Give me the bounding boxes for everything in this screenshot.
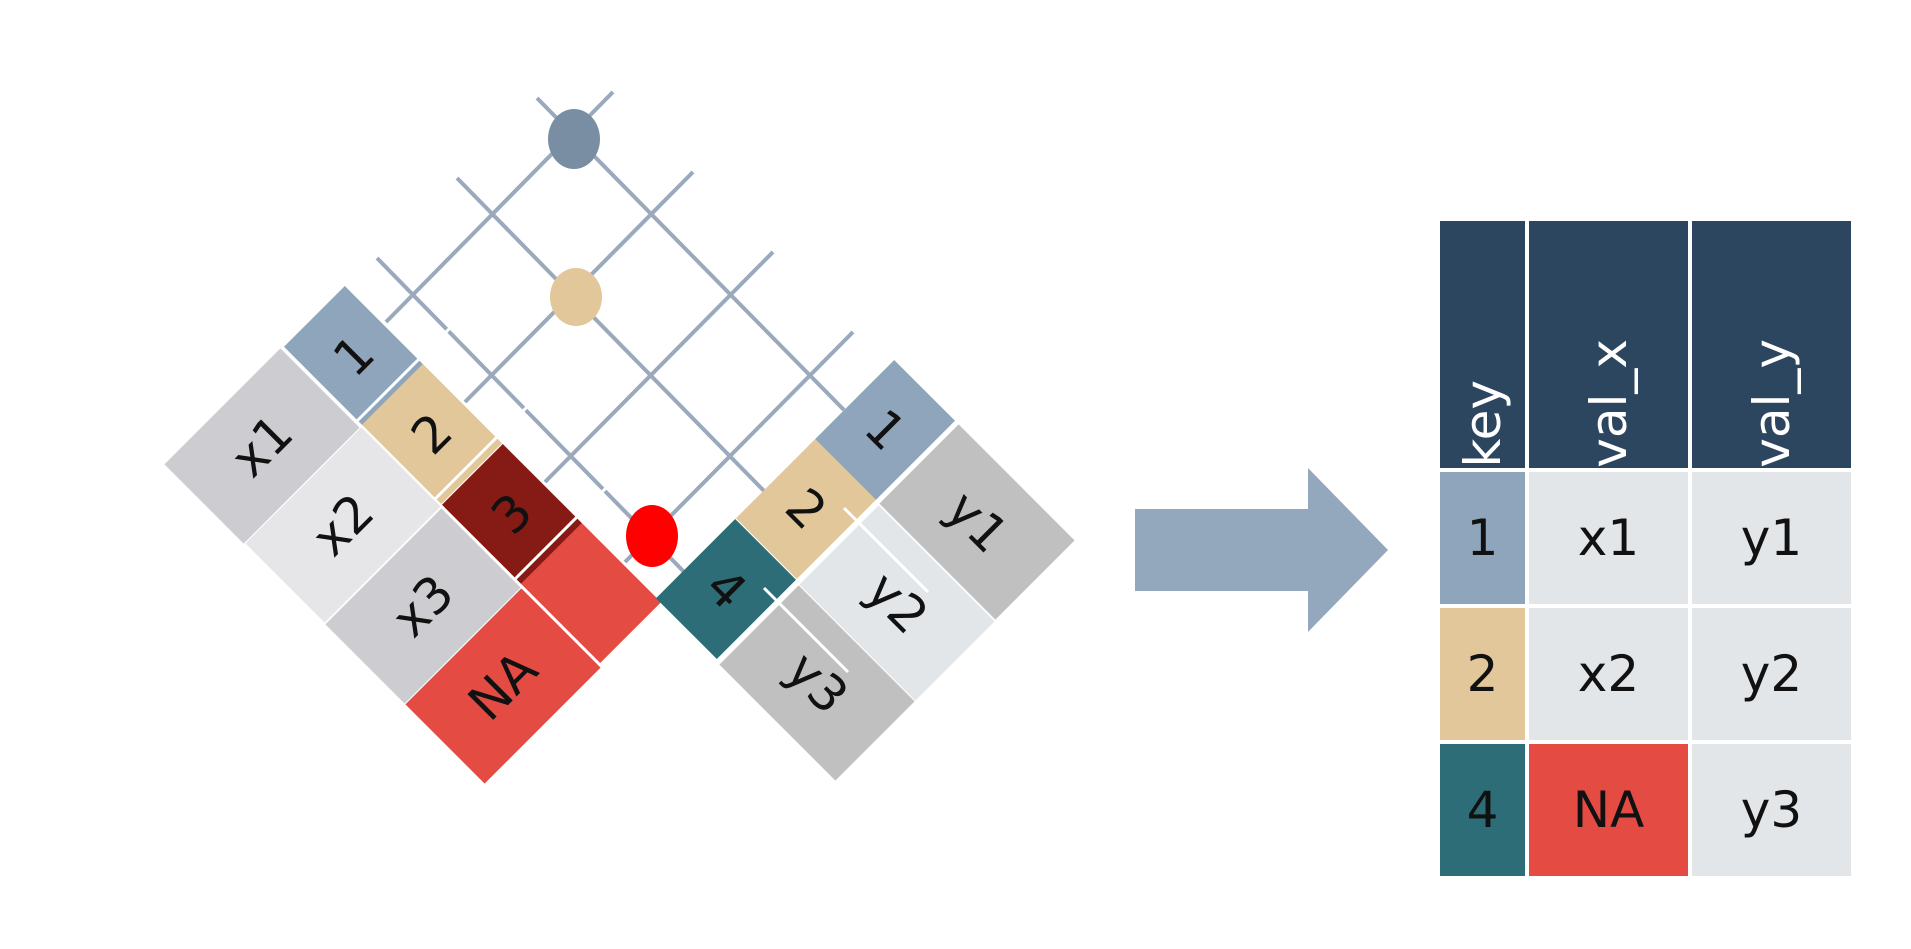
match-dot-unmatched [626,505,678,567]
left-separator [432,382,552,502]
right-key-cell-2: 2 [735,438,877,580]
header-val-x-label: val_x [1579,339,1638,468]
right-value-cell-3: y3 [719,585,915,781]
result-val-y-cell: y3 [1692,744,1851,876]
header-val-x: val_x [1529,221,1688,468]
left-separator [354,304,474,424]
result-key-cell: 1 [1440,472,1525,604]
result-val-y-cell: y2 [1692,608,1851,740]
grid-line-right-2 [455,176,769,496]
result-val-x-cell: NA [1529,744,1688,876]
left-table: 1 2 3 x1 x2 x3 NA [164,285,662,784]
right-table: 1 2 4 y1 y2 y3 [655,359,1075,781]
left-value-cell-na: NA [405,588,601,784]
arrow-right-icon [1135,468,1388,632]
left-value-cell-1: x1 [164,348,360,544]
right-value-cell-2: y2 [799,505,995,701]
left-value-cell-3: x3 [325,508,521,704]
result-val-x-cell: x1 [1529,472,1688,604]
header-val-y: val_y [1692,221,1851,468]
left-value-cell-2: x2 [245,427,441,623]
result-key-cell: 4 [1440,744,1525,876]
right-separator [842,506,930,594]
result-val-y-cell: y1 [1692,472,1851,604]
match-dot-key-1 [548,109,600,169]
left-separator [512,462,632,582]
right-key-cell-4: 4 [655,518,797,660]
left-table-separators [354,304,632,582]
result-val-x-cell: x2 [1529,608,1688,740]
result-table: key val_x val_y 1 x1 y1 2 x2 y2 4 NA y3 [1440,221,1851,876]
left-key-cell-na [520,522,662,664]
right-table-separators [762,506,930,674]
match-dot-key-2 [550,268,602,326]
right-value-cell-1: y1 [879,424,1075,620]
header-key-label: key [1453,380,1512,468]
header-key: key [1440,221,1525,468]
result-key-cell: 2 [1440,608,1525,740]
right-key-cell-1: 1 [814,359,956,501]
right-separator [762,586,850,674]
grid-line-left-3 [543,250,775,484]
header-val-y-label: val_y [1742,339,1801,468]
